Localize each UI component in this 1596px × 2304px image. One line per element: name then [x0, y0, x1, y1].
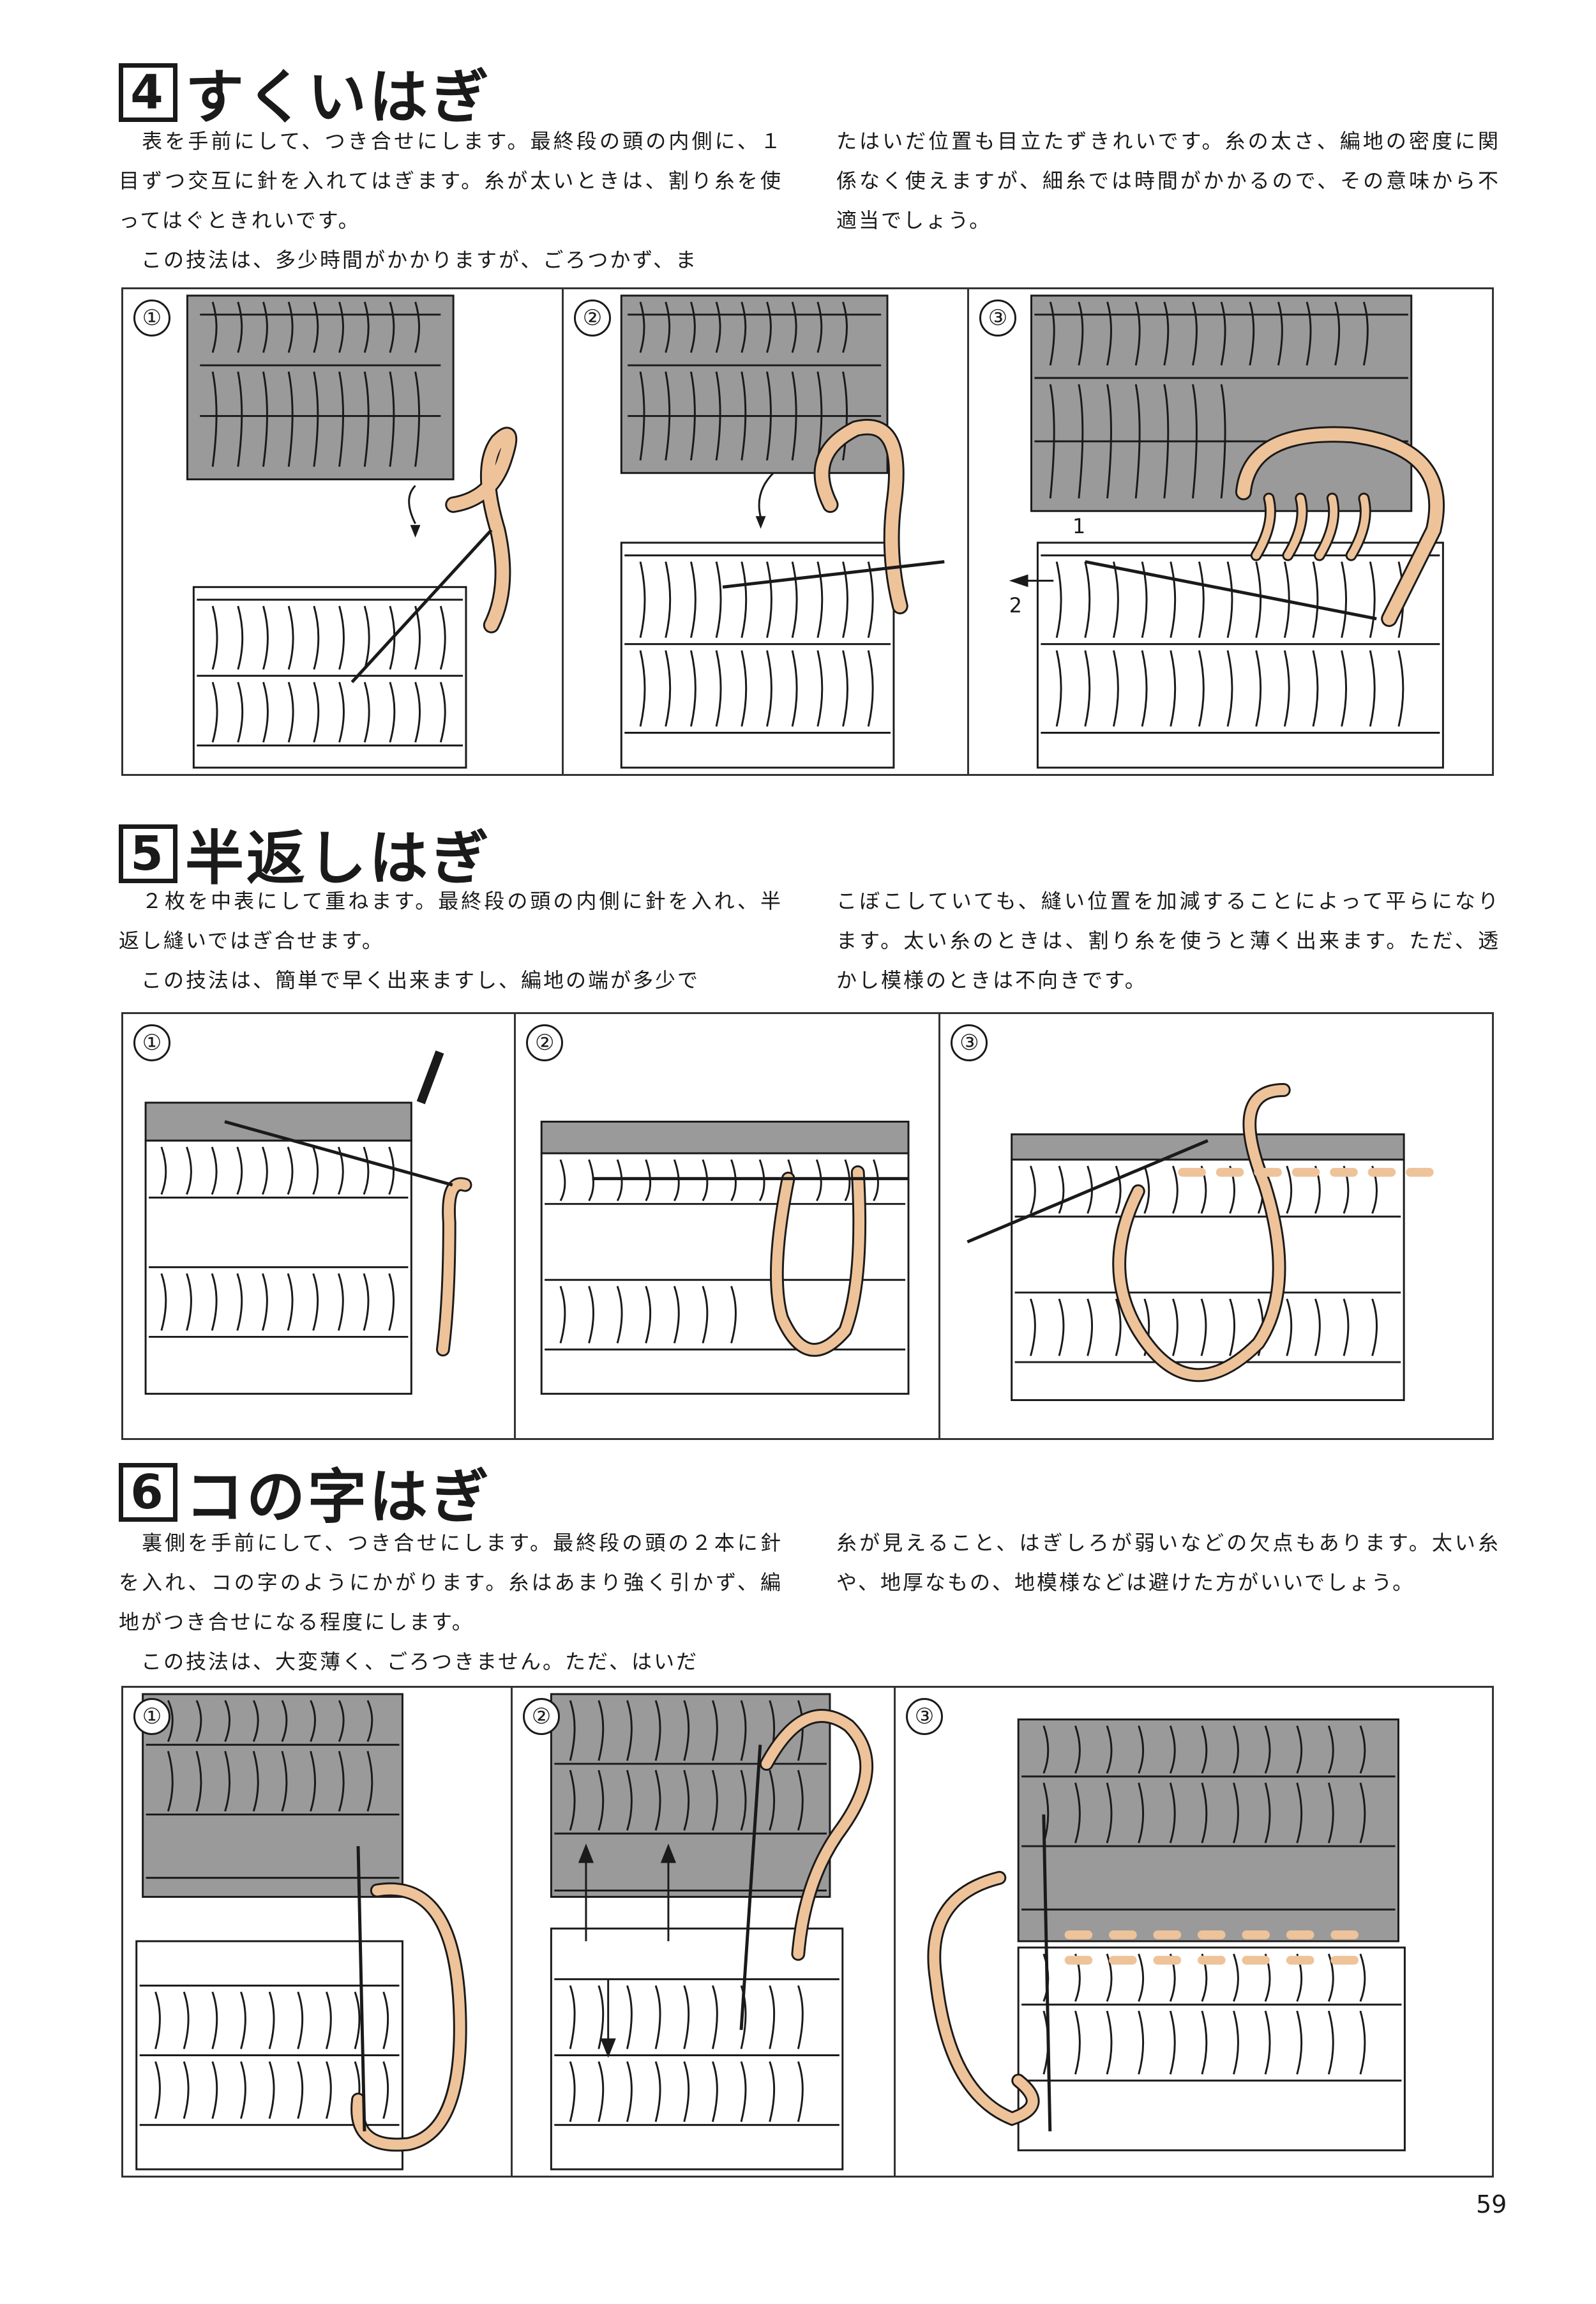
- section-heading: 半返しはぎ: [185, 824, 492, 893]
- section-5-paragraph-right: こぼこしていても、縫い位置を加減することによって平らになります。太い糸のときは、…: [836, 889, 1500, 992]
- section-5-paragraph-left: ２枚を中表にして重ねます。最終段の頭の内側に針を入れ、半返し縫いではぎ合せます。…: [119, 889, 783, 992]
- section-6-title: 6 コの字はぎ: [119, 1450, 492, 1535]
- knitting-diagram: [927, 1718, 1406, 2151]
- illustration-panel: ①: [123, 1014, 516, 1438]
- arrow-label: 2: [1009, 595, 1022, 618]
- illustration-panel: ②: [564, 289, 969, 774]
- section-4-illustrations: ① ②: [121, 287, 1494, 776]
- section-4-title: 4 すくいはぎ: [119, 50, 492, 135]
- illustration-panel: ①: [123, 289, 564, 774]
- section-number: 4: [119, 63, 177, 122]
- section-6-paragraph-right: 糸が見えること、はぎしろが弱いなどの欠点もあります。太い糸や、地厚なもの、地模様…: [836, 1531, 1500, 1595]
- page-number: 59: [1476, 2190, 1507, 2218]
- knitting-diagram: [550, 1693, 873, 2171]
- section-6-illustrations: ① ②: [121, 1686, 1494, 2178]
- knitting-diagram: [144, 1050, 472, 1395]
- illustration-panel: ①: [123, 1688, 513, 2176]
- step-number: ②: [523, 1698, 560, 1735]
- section-5-title: 5 半返しはぎ: [119, 811, 492, 896]
- step-number: ②: [526, 1024, 564, 1061]
- step-number: ③: [951, 1024, 988, 1061]
- illustration-panel: ③: [896, 1688, 1492, 2176]
- section-5-illustrations: ① ②: [121, 1012, 1494, 1440]
- arrow-label: 1: [1073, 515, 1085, 538]
- section-4-paragraph-left: 表を手前にして、つき合せにします。最終段の頭の内側に、１目ずつ交互に針を入れては…: [119, 129, 783, 272]
- section-heading: コの字はぎ: [185, 1463, 492, 1531]
- knitting-diagram: [186, 294, 518, 769]
- step-number: ③: [979, 299, 1016, 337]
- illustration-panel: ②: [516, 1014, 941, 1438]
- section-4-paragraph-right: たはいだ位置も目立たずきれいです。糸の太さ、編地の密度に関係なく使えますが、細糸…: [836, 129, 1500, 232]
- knitting-diagram: 1 2: [1009, 294, 1445, 769]
- section-number: 6: [119, 1462, 177, 1522]
- step-number: ①: [133, 1698, 170, 1735]
- illustration-panel: ②: [513, 1688, 896, 2176]
- knitting-diagram: [620, 294, 945, 769]
- section-heading: すくいはぎ: [185, 63, 492, 132]
- step-number: ②: [574, 299, 611, 337]
- step-number: ①: [133, 299, 170, 337]
- section-number: 5: [119, 824, 177, 883]
- knitting-diagram: [135, 1693, 467, 2171]
- section-6-paragraph-left: 裏側を手前にして、つき合せにします。最終段の頭の２本に針を入れ、コの字のようにか…: [119, 1531, 783, 1674]
- step-number: ③: [906, 1698, 943, 1735]
- knitting-diagram: [967, 1083, 1434, 1402]
- illustration-panel: ③: [940, 1014, 1492, 1438]
- step-number: ①: [133, 1024, 170, 1061]
- knitting-diagram: [540, 1120, 910, 1395]
- illustration-panel: ③ 1 2: [969, 289, 1492, 774]
